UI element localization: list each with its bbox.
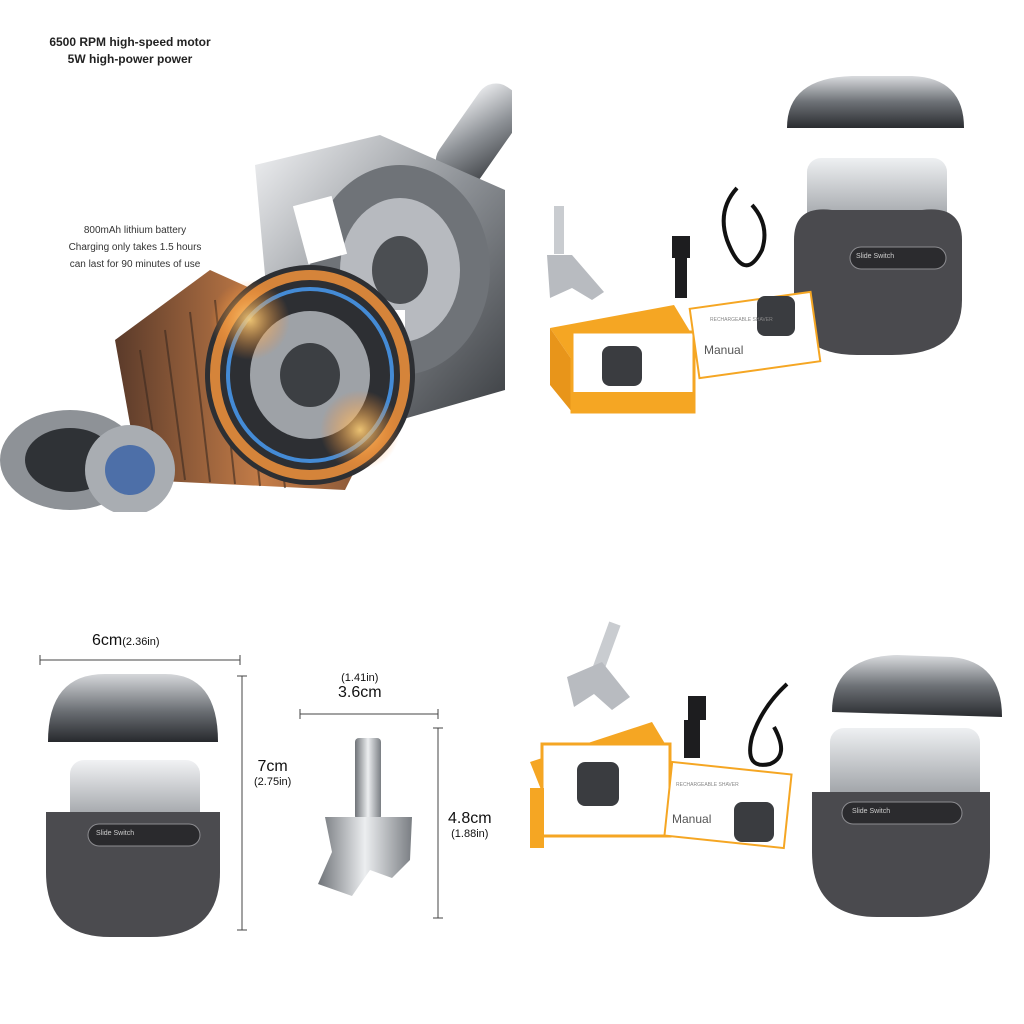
slide-switch-label: Slide Switch <box>96 830 135 837</box>
slide-switch-label: Slide Switch <box>856 253 895 260</box>
box-label: RECHARGEABLE SHAVER <box>710 317 773 323</box>
battery-capacity-label: 800mAh lithium battery <box>83 225 187 236</box>
motor-bearing <box>0 410 175 512</box>
package-illustration <box>547 76 964 414</box>
manual-booklet <box>688 290 822 380</box>
gift-box <box>530 722 672 848</box>
motor-shaft <box>435 83 512 187</box>
height-cm: 7cm <box>257 758 288 775</box>
manual-title: Manual <box>704 343 744 357</box>
package-contents-panel: Manual RECHARGEABLE SHAVER Slide Switch <box>512 0 1024 512</box>
box-label: RECHARGEABLE SHAVER <box>676 782 739 788</box>
shaver-lid <box>48 674 218 742</box>
motor-stator <box>115 265 415 490</box>
height-in: (2.75in) <box>254 776 292 788</box>
trimmer-width-cm: 3.6cm <box>338 684 382 701</box>
gift-box <box>550 305 696 414</box>
usb-cable <box>748 682 789 767</box>
dimensions-panel: 6cm(2.36in) 7cm (2.75in) (1.41in) 3.6cm … <box>0 512 512 1024</box>
width-label: 6cm(2.36in) <box>92 632 160 650</box>
slide-switch-label: Slide Switch <box>852 808 891 815</box>
motor-panel: 6500 RPM high-speed motor 5W high-power … <box>0 0 512 512</box>
cleaning-brush <box>672 236 690 298</box>
package-alt-illustration <box>530 621 1002 917</box>
motor-spec-text: 6500 RPM high-speed motor 5W high-power … <box>0 34 260 68</box>
dimension-drawing <box>39 655 443 937</box>
package-contents-alt-panel: Manual RECHARGEABLE SHAVER Slide Switch <box>512 512 1024 1024</box>
shaver-body <box>794 209 962 355</box>
motor-power-label: 5W high-power power <box>67 52 193 66</box>
trimmer-width-in: (1.41in) <box>341 672 379 684</box>
shaver-foil <box>830 728 980 813</box>
battery-charge-label: Charging only takes 1.5 hours <box>68 242 202 253</box>
shaver-lid <box>832 655 1002 717</box>
trimmer-height-in: (1.88in) <box>451 828 489 840</box>
nose-trimmer <box>547 206 604 300</box>
width-in: (2.36in) <box>122 636 160 648</box>
trimmer-width-label: (1.41in) 3.6cm <box>338 672 382 702</box>
cleaning-brush <box>684 696 706 758</box>
nose-trimmer <box>567 621 630 710</box>
manual-title: Manual <box>672 812 712 826</box>
nose-trimmer <box>318 738 412 896</box>
battery-spec-text: 800mAh lithium battery Charging only tak… <box>40 222 230 273</box>
trimmer-height-label: 4.8cm (1.88in) <box>448 810 492 840</box>
shaver-lid <box>787 76 964 128</box>
usb-cable <box>721 186 767 268</box>
motor-illustration <box>0 83 512 512</box>
manual-booklet <box>663 760 793 850</box>
width-cm: 6cm <box>92 632 123 649</box>
trimmer-height-cm: 4.8cm <box>448 810 492 827</box>
motor-rpm-label: 6500 RPM high-speed motor <box>49 35 211 49</box>
battery-runtime-label: can last for 90 minutes of use <box>69 259 201 270</box>
height-label: 7cm (2.75in) <box>254 758 291 788</box>
